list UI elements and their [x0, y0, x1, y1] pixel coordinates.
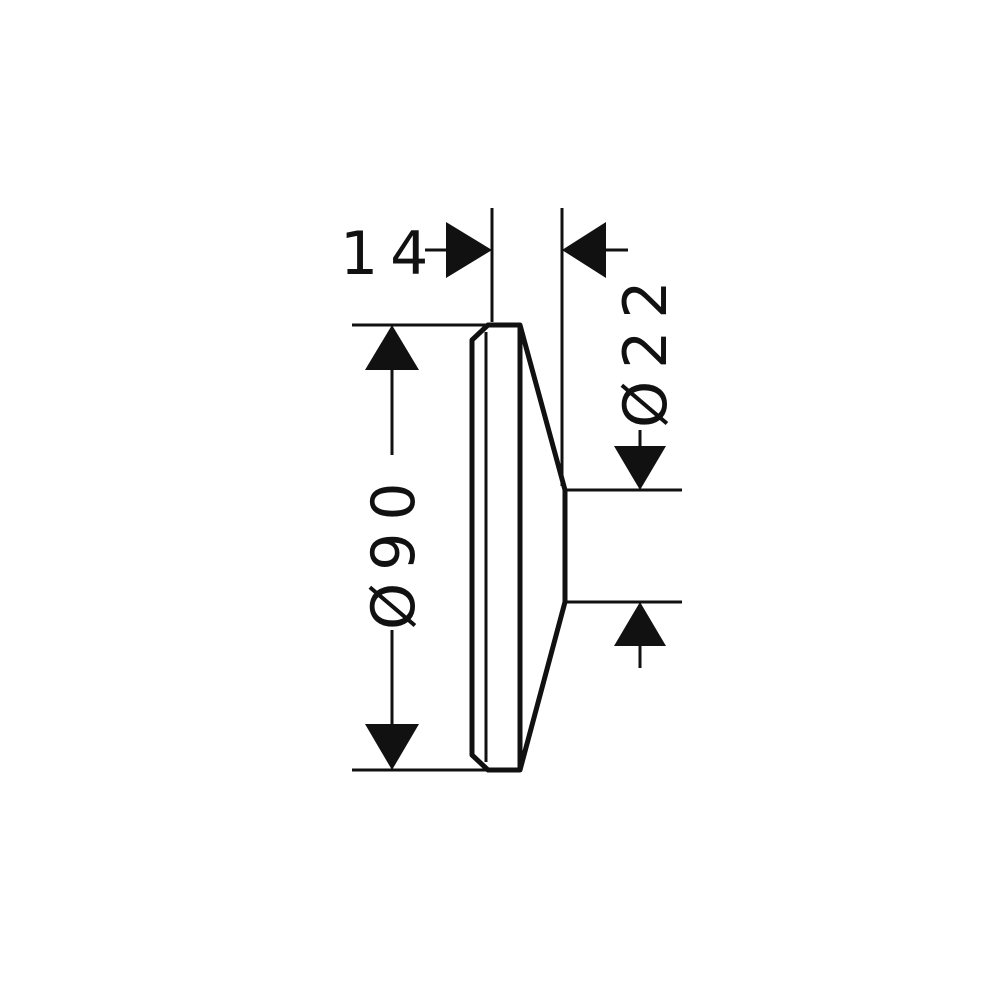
depth-arrow-right	[562, 222, 606, 278]
dimension-depth: 14	[340, 219, 628, 289]
outer-arrow-top	[365, 325, 419, 370]
inner-arrow-bottom	[614, 602, 666, 646]
extension-lines	[352, 208, 682, 772]
plate-cone	[517, 324, 568, 771]
depth-arrow-left	[446, 222, 492, 278]
outer-arrow-bottom	[365, 724, 419, 770]
plate-front-face	[469, 322, 523, 773]
dimension-inner-diameter: Ø22	[611, 268, 681, 668]
part-profile	[469, 322, 568, 773]
depth-label: 14	[340, 219, 440, 289]
inner-arrow-top	[614, 446, 666, 490]
inner-diameter-label: Ø22	[611, 268, 681, 428]
dimension-outer-diameter: Ø90	[359, 325, 429, 770]
outer-diameter-label: Ø90	[359, 470, 429, 630]
